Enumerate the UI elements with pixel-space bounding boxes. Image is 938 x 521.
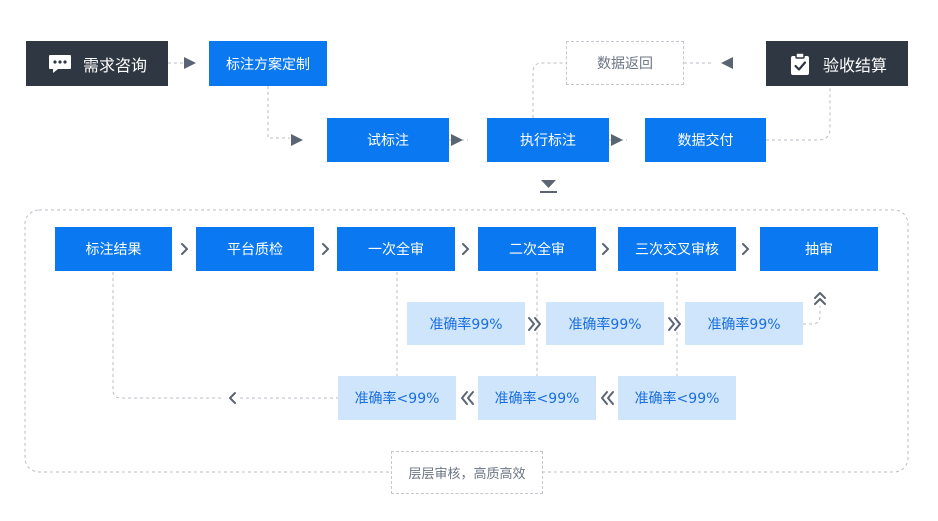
accept-node: 验收结算	[766, 41, 908, 86]
pass-label: 准确率99%	[707, 316, 781, 333]
review-step-label: 二次全审	[509, 242, 565, 258]
review-step-label: 抽审	[805, 242, 833, 258]
pass-label: 准确率99%	[568, 316, 642, 333]
deliver-node: 数据交付	[645, 118, 766, 162]
plan-label: 标注方案定制	[226, 56, 310, 73]
review-step-label: 一次全审	[368, 242, 424, 258]
fail-badge-first: 准确率<99%	[338, 376, 456, 420]
fail-label: 准确率<99%	[634, 391, 720, 407]
clipboard-check-icon	[787, 51, 813, 77]
motto-label: 层层审核，高质高效	[408, 467, 526, 482]
pass-badge-second: 准确率99%	[546, 302, 664, 345]
review-step-label: 三次交叉审核	[635, 242, 719, 258]
accept-label: 验收结算	[822, 55, 887, 75]
execute-label: 执行标注	[520, 133, 576, 149]
return-node: 数据返回	[566, 41, 684, 85]
fail-label: 准确率<99%	[494, 391, 580, 407]
review-step-second-full: 二次全审	[478, 227, 596, 271]
fail-label: 准确率<99%	[354, 391, 440, 407]
consult-label: 需求咨询	[82, 55, 147, 75]
review-step-first-full: 一次全审	[337, 227, 455, 271]
fail-badge-third: 准确率<99%	[618, 376, 736, 420]
chat-bubble-icon	[47, 51, 73, 77]
pass-badge-third: 准确率99%	[685, 302, 803, 345]
review-step-label: 标注结果	[85, 242, 142, 258]
plan-node: 标注方案定制	[209, 41, 327, 86]
pass-badge-first: 准确率99%	[407, 302, 525, 345]
review-step-third-cross: 三次交叉审核	[618, 227, 736, 271]
trial-label: 试标注	[367, 133, 409, 149]
review-step-sampling: 抽审	[760, 227, 878, 271]
fail-badge-second: 准确率<99%	[478, 376, 596, 420]
deliver-label: 数据交付	[677, 133, 734, 149]
motto-badge: 层层审核，高质高效	[391, 451, 543, 494]
consult-node: 需求咨询	[26, 41, 168, 86]
pass-label: 准确率99%	[429, 316, 503, 333]
review-step-platform-qc: 平台质检	[196, 227, 314, 271]
return-label: 数据返回	[597, 56, 653, 72]
execute-node: 执行标注	[487, 118, 609, 162]
review-step-result: 标注结果	[55, 227, 172, 271]
review-step-label: 平台质检	[227, 242, 283, 258]
trial-node: 试标注	[327, 118, 449, 162]
